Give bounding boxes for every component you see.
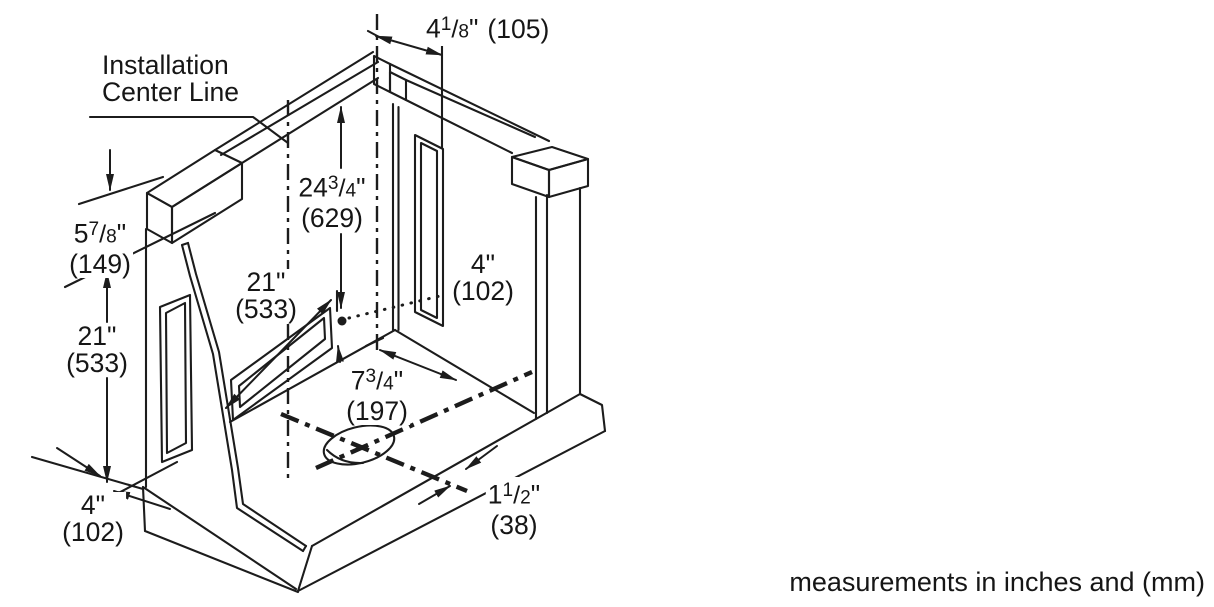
dim-value: 7 — [350, 365, 366, 396]
dim-unit: " — [356, 172, 366, 203]
dim-frac-num: 3 — [327, 173, 339, 194]
dim-mm: (629) — [301, 202, 363, 233]
dim-label-top-offset: 41/8" (105) — [424, 11, 552, 46]
callout-line2: Center Line — [102, 77, 240, 107]
reference-dot — [337, 316, 347, 326]
dim-frac-num: 1 — [502, 480, 514, 501]
dim-unit: " — [469, 13, 479, 44]
dim-value: 4 — [80, 490, 96, 520]
dim-label-wall-slot: 21" (533) — [233, 269, 299, 323]
units-note: measurements in inches and (mm) — [789, 567, 1205, 598]
dim-mm: (102) — [62, 517, 124, 547]
base-and-floor — [141, 392, 607, 594]
dim-frac-den: 8 — [458, 21, 469, 43]
dim-label-back-height: 243/4" (629) — [296, 170, 368, 233]
dim-value: 4 — [470, 249, 486, 279]
dim-value: 5 — [73, 218, 89, 249]
dim-frac-slash: / — [513, 481, 521, 510]
dim-mm: (38) — [490, 509, 538, 540]
dim-mm: (105) — [487, 13, 550, 44]
dim-value: 21 — [77, 321, 108, 351]
top-rails — [145, 50, 590, 245]
callout-installation-center-line: Installation Center Line — [100, 50, 242, 107]
dim-value: 4 — [426, 13, 441, 44]
dim-frac-slash: / — [451, 15, 459, 44]
dim-frac-den: 8 — [106, 226, 117, 248]
dim-unit: " — [485, 249, 496, 279]
dim-label-duct-offset: 4" (102) — [450, 251, 516, 305]
dim-label-left-slot: 21" (533) — [64, 323, 130, 377]
dim-frac-num: 3 — [365, 366, 377, 387]
dim-frac-num: 1 — [440, 14, 452, 35]
dim-label-front-edge: 11/2" (38) — [485, 477, 543, 540]
walls — [228, 102, 582, 424]
dim-frac-num: 7 — [88, 219, 100, 240]
dim-label-toe-kick: 4" (102) — [60, 492, 126, 546]
dim-mm: (149) — [69, 248, 131, 279]
dim-unit: " — [393, 365, 404, 396]
dim-frac-den: 4 — [345, 180, 357, 202]
dim-frac-den: 2 — [520, 487, 531, 509]
dim-unit: " — [107, 321, 117, 351]
dim-unit: " — [116, 218, 127, 249]
dim-frac-slash: / — [376, 367, 384, 396]
dim-unit: " — [530, 479, 541, 510]
leader-lines — [88, 115, 446, 326]
dim-unit: " — [95, 490, 106, 520]
center-lines — [280, 14, 533, 494]
dim-value: 24 — [298, 172, 328, 203]
dimension-arrows — [56, 35, 498, 510]
dim-label-floor-depth: 73/4" (197) — [344, 363, 410, 425]
dim-value: 1 — [487, 479, 503, 510]
dim-unit: " — [276, 267, 286, 297]
dim-frac-slash: / — [99, 220, 107, 249]
dim-label-left-top: 57/8" (149) — [67, 216, 133, 278]
left-side-panel — [144, 227, 308, 553]
callout-line1: Installation — [102, 50, 229, 80]
dim-frac-slash: / — [338, 174, 346, 203]
dim-mm: (533) — [66, 348, 128, 378]
dim-value: 21 — [246, 267, 277, 297]
floor-hole — [322, 424, 396, 466]
dim-frac-den: 4 — [383, 373, 394, 395]
dim-mm: (533) — [235, 294, 297, 324]
dim-mm: (197) — [346, 395, 408, 426]
dim-mm: (102) — [452, 276, 514, 306]
